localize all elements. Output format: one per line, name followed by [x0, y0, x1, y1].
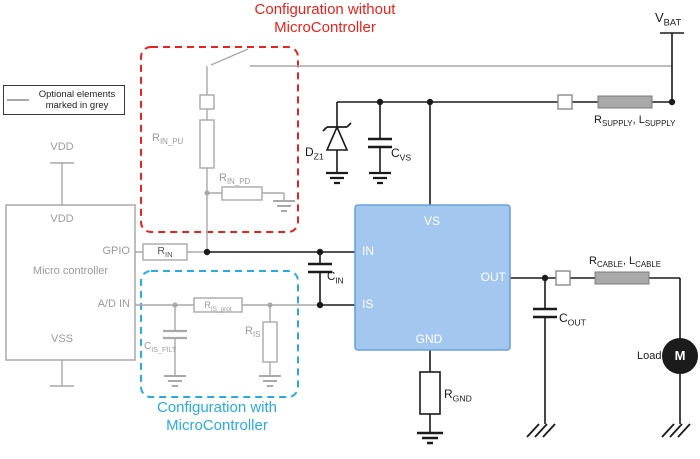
title-configuration-without-mcu: Configuration without MicroController: [225, 1, 425, 37]
legend-line2: marked in grey: [45, 100, 109, 111]
motor-body: [662, 338, 698, 374]
rgnd-resistor: [419, 371, 441, 415]
legend-box: Optional elements marked in grey: [3, 85, 125, 115]
ris-ground: [259, 375, 281, 387]
vbat-label: VBAT: [655, 10, 682, 28]
ic-pin-in: IN: [362, 244, 374, 258]
title-configuration-with-mcu: Configuration with MicroController: [128, 399, 306, 435]
rin-pu-resistor: [199, 119, 215, 169]
vss-rail: [50, 360, 74, 387]
with-mcu-highlight-box: [140, 270, 299, 398]
vdd-rail-label: VDD: [50, 141, 74, 153]
pullup-connector-square: [199, 94, 215, 110]
motor-earth-ground: [661, 423, 691, 438]
ic-pin-is: IS: [362, 297, 374, 311]
dz1-label: DZ1: [305, 145, 324, 162]
out-connector-square: [555, 270, 571, 286]
title-without-line1: Configuration without: [254, 1, 396, 18]
cvs-label: CVS: [391, 146, 412, 163]
dz1-ground: [326, 171, 348, 185]
cvs-ground: [369, 171, 391, 185]
ris-prot-resistor: [193, 297, 243, 313]
grey-junction-dots: [172, 190, 273, 308]
rcable-lcable-label: RCABLE, LCABLE: [589, 255, 662, 270]
cis-filt-ground: [164, 375, 186, 387]
mcu-vdd-pin-label: VDD: [50, 213, 74, 225]
cis-filt-plates: [163, 329, 187, 340]
ic-body: [354, 204, 511, 351]
ic-pin-vs: VS: [423, 214, 440, 228]
cis-filt-label: CIS_FILT: [144, 341, 177, 354]
rin-pd-resistor: [221, 186, 263, 201]
junction-dots: [203, 98, 676, 309]
motor-m-label: M: [674, 348, 686, 363]
pullup-wire: [206, 65, 672, 252]
cout-plates: [533, 307, 557, 319]
rin-pd-ground: [273, 200, 295, 212]
cout-earth-ground: [526, 423, 556, 438]
mcu-vss-pin-label: VSS: [50, 333, 73, 345]
load-label: Load: [637, 350, 662, 362]
without-mcu-highlight-box: [140, 46, 299, 233]
title-with-line2: MicroController: [166, 417, 268, 434]
vdd-rail: [50, 162, 74, 205]
rgnd-ground: [417, 431, 443, 445]
grey-line-sample-icon: [7, 99, 29, 101]
dz1-triangle: [325, 124, 349, 151]
ris-resistor: [262, 321, 278, 363]
rsupply-lsupply-component: [597, 95, 653, 109]
cout-label: COUT: [559, 311, 586, 328]
cvs-plates: [368, 137, 392, 149]
rin-pu-label: RIN_PU: [152, 132, 184, 147]
ic-pin-out: OUT: [480, 270, 506, 284]
ris-prot-label: RIS_prot: [204, 300, 232, 313]
rsupply-lsupply-label: RSUPPLY, LSUPPLY: [594, 114, 676, 129]
cin-plates: [308, 262, 332, 274]
mcu-gpio-pin-label: GPIO: [102, 245, 130, 257]
mcu-adin-pin-label: A/D IN: [97, 298, 130, 310]
legend-text: Optional elements marked in grey: [33, 89, 121, 111]
legend-line1: Optional elements: [38, 89, 116, 100]
supply-connector-square: [557, 94, 573, 110]
switch-blade: [210, 48, 249, 66]
title-with-line1: Configuration with: [156, 399, 278, 416]
ic-pin-gnd: GND: [415, 332, 443, 346]
rcable-lcable-component: [594, 271, 650, 285]
ris-label: RIS: [245, 325, 261, 340]
rin-resistor: [142, 243, 188, 261]
rgnd-label: RGND: [444, 387, 472, 404]
mcu-name-label: Micro controller: [32, 265, 109, 277]
rin-pd-label: RIN_PD: [219, 172, 251, 187]
mcu-box: [5, 204, 136, 361]
title-without-line2: MicroController: [274, 19, 376, 36]
cin-label: CIN: [327, 271, 344, 286]
optional-grey-network: [5, 48, 672, 387]
vbat-rail: [660, 32, 684, 102]
rin-label: RIN: [157, 245, 173, 260]
